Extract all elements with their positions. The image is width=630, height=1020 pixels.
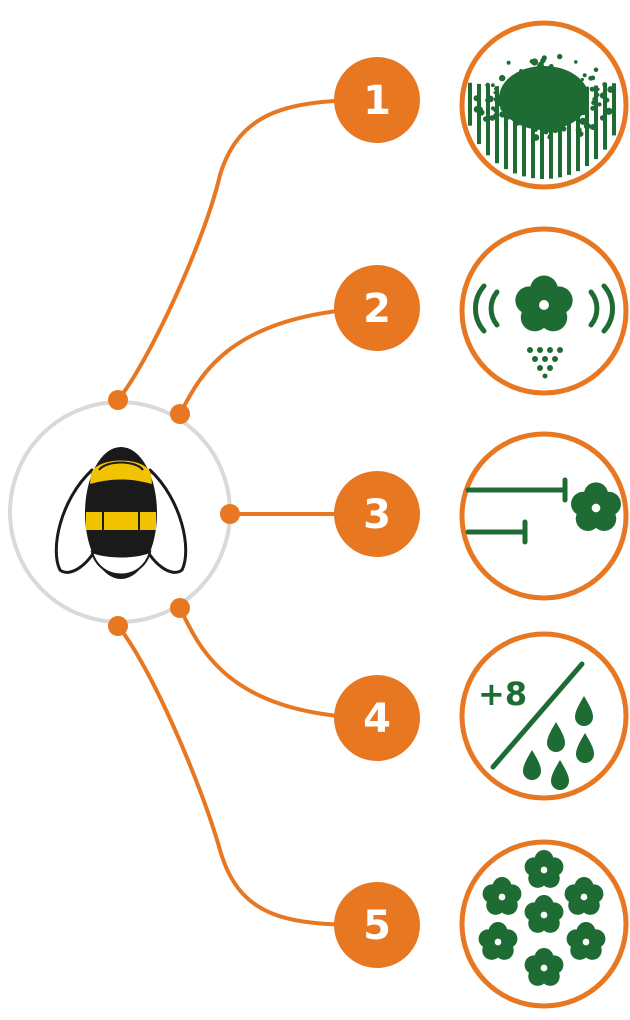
step-2-icon-circle xyxy=(462,229,626,393)
step-3-badge: 3 xyxy=(334,471,420,557)
step-number: 2 xyxy=(363,286,391,332)
step-number: 3 xyxy=(363,492,391,538)
step-2-badge: 2 xyxy=(334,265,420,351)
plus-eight-label: +8 xyxy=(478,675,527,713)
step-1-badge: 1 xyxy=(334,57,420,143)
anchor-dot-4 xyxy=(170,598,190,618)
anchor-dot-2 xyxy=(170,404,190,424)
step-4-badge: 4 xyxy=(334,675,420,761)
bee-hub xyxy=(10,390,240,636)
step-number: 5 xyxy=(363,903,391,949)
anchor-dot-5 xyxy=(108,616,128,636)
anchor-dot-3 xyxy=(220,504,240,524)
anchor-dot-1 xyxy=(108,390,128,410)
step-number: 4 xyxy=(363,696,391,742)
connector-1 xyxy=(118,100,372,400)
step-5-icon-circle xyxy=(462,842,626,1006)
step-1-icon-circle xyxy=(462,23,626,187)
step-5-badge: 5 xyxy=(334,882,420,968)
step-4-icon-circle: +8 xyxy=(462,634,626,798)
connector-5 xyxy=(118,626,372,925)
step-3-icon-circle xyxy=(462,434,626,598)
step-number: 1 xyxy=(363,78,391,124)
